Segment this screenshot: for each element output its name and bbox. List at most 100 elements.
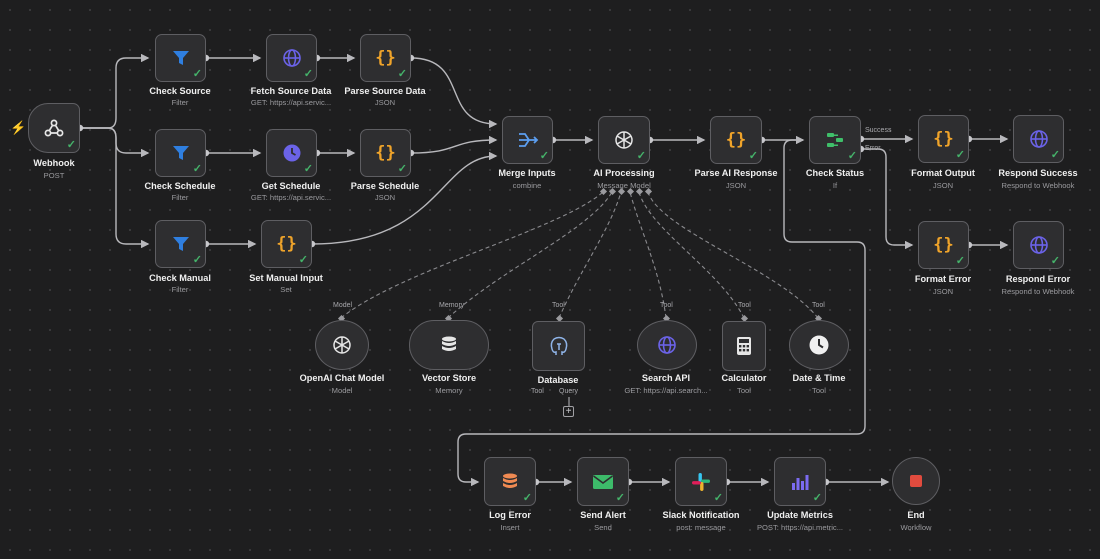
node-end[interactable] [892, 457, 940, 505]
node-log-error[interactable]: ✓ [484, 457, 536, 506]
success-check-icon: ✓ [713, 492, 723, 504]
node-subtitle: Filter [171, 98, 189, 107]
node-subtitle: GET: https://api.servic... [250, 98, 332, 107]
node-title: Parse Schedule [350, 181, 420, 191]
success-check-icon: ✓ [192, 163, 202, 175]
node-respond-error[interactable]: ✓ [1013, 221, 1064, 269]
node-title: Format Output [911, 168, 975, 178]
success-check-icon: ✓ [192, 68, 202, 80]
node-subtitle: combine [512, 181, 542, 190]
node-title: Merge Inputs [498, 168, 556, 178]
node-subtitle: GET: https://api.servic... [250, 193, 332, 202]
subnode-date-time[interactable] [789, 320, 849, 370]
success-check-icon: ✓ [955, 255, 965, 267]
braces-icon: {} [375, 48, 396, 68]
node-title: Vector Store [421, 373, 477, 383]
port-label: Memory [439, 302, 465, 309]
node-slack-notification[interactable]: ✓ [675, 457, 727, 506]
node-title: End [907, 510, 925, 520]
success-check-icon: ✓ [1050, 149, 1060, 161]
subnode-database[interactable] [532, 321, 585, 371]
node-get-schedule[interactable]: ✓ [266, 129, 317, 177]
dash-memory [447, 191, 613, 319]
database-icon [500, 472, 520, 492]
node-check-status[interactable]: ✓ [809, 116, 861, 164]
node-title: Set Manual Input [249, 273, 323, 283]
edge-parse-schedule-merge [410, 135, 498, 154]
node-webhook[interactable]: ✓ [28, 103, 80, 153]
node-parse-schedule[interactable]: {} ✓ [360, 129, 411, 177]
node-title: Send Alert [580, 510, 626, 520]
node-title: Slack Notification [662, 510, 740, 520]
edge-set-merge [311, 151, 498, 245]
chart-icon [790, 473, 810, 491]
node-title: Calculator [721, 373, 767, 383]
success-check-icon: ✓ [397, 163, 407, 175]
node-ai-processing[interactable]: ✓ [598, 116, 650, 164]
node-respond-success[interactable]: ✓ [1013, 115, 1064, 163]
node-title: Search API [641, 373, 691, 383]
node-title: Date & Time [792, 373, 846, 383]
node-send-alert[interactable]: ✓ [577, 457, 629, 506]
node-title: Database [537, 375, 579, 385]
node-subtitle: JSON [374, 193, 396, 202]
globe-icon [282, 48, 302, 68]
clock-icon [282, 143, 302, 163]
openai-icon [331, 334, 353, 356]
globe-icon [657, 335, 677, 355]
braces-icon: {} [725, 130, 747, 150]
subnode-vector-store[interactable] [409, 320, 489, 370]
openai-icon [613, 129, 635, 151]
node-parse-source-data[interactable]: {} ✓ [360, 34, 411, 82]
success-check-icon: ✓ [303, 68, 313, 80]
node-update-metrics[interactable]: ✓ [774, 457, 826, 506]
output-success-label: Success [865, 127, 892, 134]
node-subtitle: Tool [737, 386, 751, 395]
add-connection-button[interactable]: + [563, 406, 574, 417]
subnode-openai-chat-model[interactable] [315, 320, 369, 370]
node-fetch-source-data[interactable]: ✓ [266, 34, 317, 82]
node-title: Webhook [33, 158, 75, 168]
port-label: Model [333, 302, 353, 309]
node-subtitle: JSON [725, 181, 747, 190]
node-check-schedule[interactable]: ✓ [155, 129, 206, 177]
globe-icon [1029, 129, 1049, 149]
node-subtitle: Send [594, 523, 612, 532]
node-subtitle: If [832, 181, 838, 190]
subnode-calculator[interactable] [722, 321, 766, 371]
edge-error-format-error [861, 148, 914, 250]
braces-icon: {} [933, 129, 954, 149]
node-title: Check Status [805, 168, 865, 178]
braces-icon: {} [276, 234, 297, 254]
node-format-error[interactable]: {} ✓ [918, 221, 969, 269]
node-format-output[interactable]: {} ✓ [918, 115, 969, 163]
filter-icon [171, 143, 191, 163]
success-check-icon: ✓ [955, 149, 965, 161]
node-merge-inputs[interactable]: ✓ [502, 116, 553, 164]
postgres-icon [548, 335, 570, 357]
success-check-icon: ✓ [397, 68, 407, 80]
node-subtitle: Respond to Webhook [1001, 181, 1075, 190]
edge-check-status-log-error [457, 139, 866, 487]
node-check-manual[interactable]: ✓ [155, 220, 206, 268]
node-title: AI Processing [593, 168, 655, 178]
output-error-label: Error [865, 145, 881, 152]
node-subtitle: JSON [374, 98, 396, 107]
success-check-icon: ✓ [192, 254, 202, 266]
node-parse-ai-response[interactable]: {} ✓ [710, 116, 762, 164]
node-set-manual-input[interactable]: {} ✓ [261, 220, 312, 268]
dash-tool-db [558, 191, 622, 319]
node-subtitle: POST: https://api.metric... [756, 523, 844, 532]
subnode-search-api[interactable] [637, 320, 697, 370]
dash-tool-search [629, 191, 667, 319]
node-check-source[interactable]: ✓ [155, 34, 206, 82]
node-title: Update Metrics [767, 510, 833, 520]
node-title: OpenAI Chat Model [299, 373, 385, 383]
node-title: Check Manual [149, 273, 211, 283]
node-subtitle: JSON [932, 287, 954, 296]
success-check-icon: ✓ [748, 150, 758, 162]
braces-icon: {} [375, 143, 396, 163]
slack-icon [690, 471, 712, 493]
database-icon [439, 335, 459, 355]
node-subtitle: Respond to Webhook [1001, 287, 1075, 296]
